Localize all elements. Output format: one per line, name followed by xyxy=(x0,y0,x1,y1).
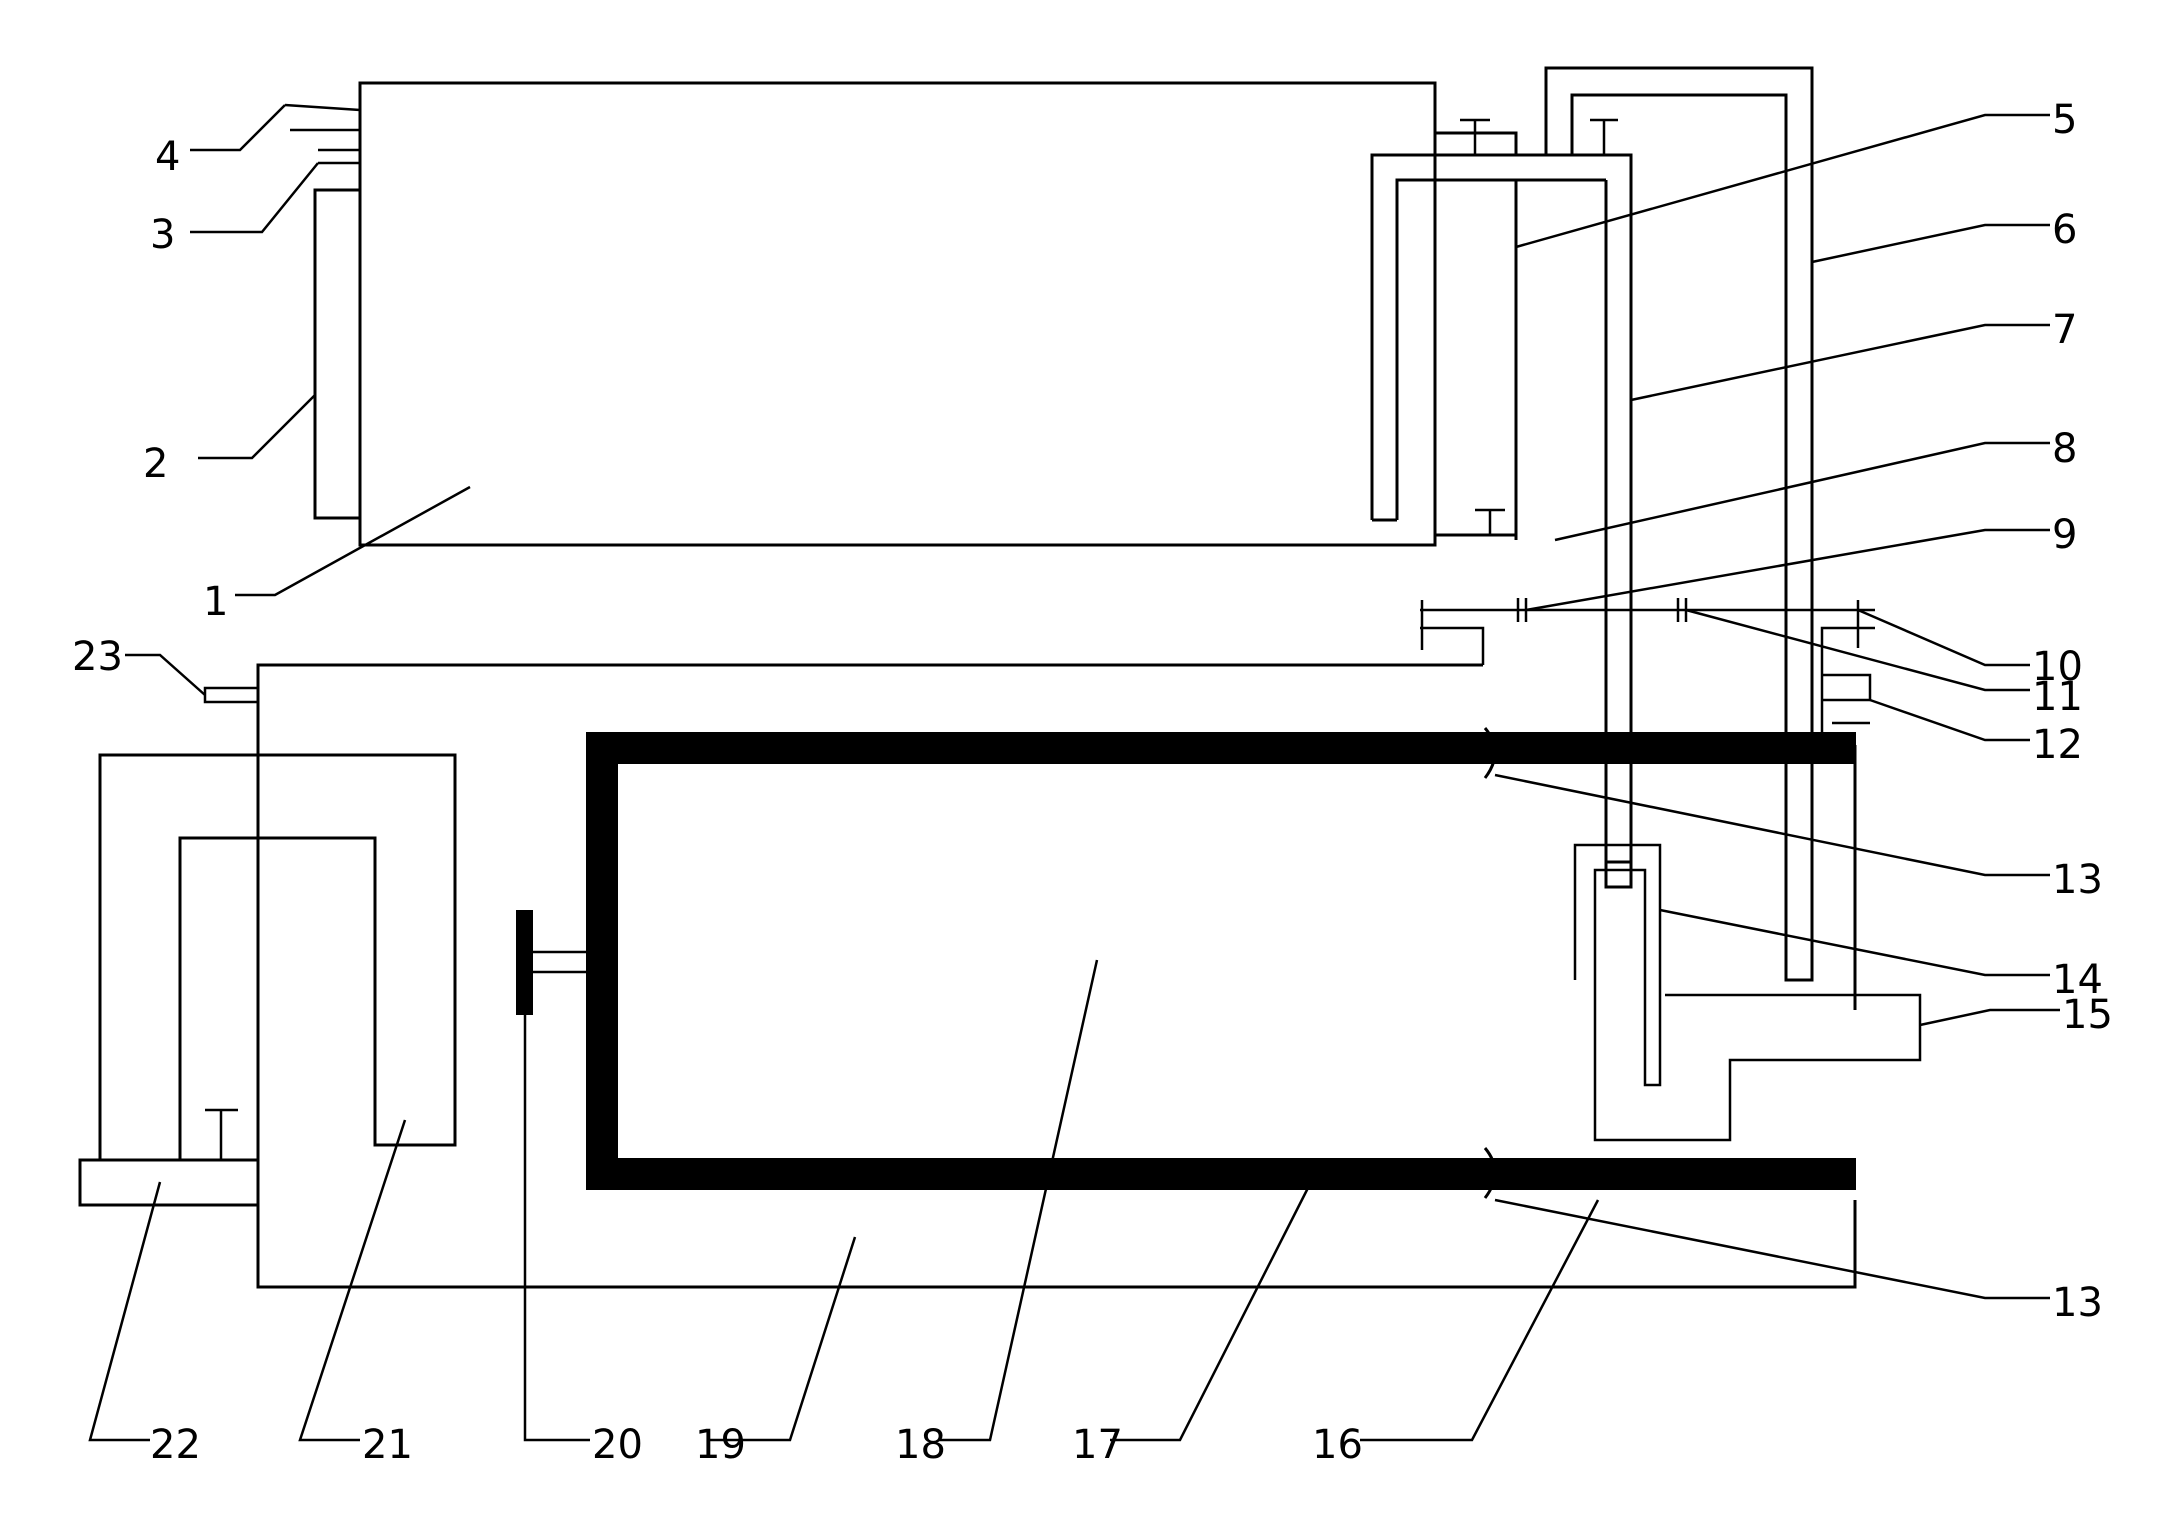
label-6: 6 xyxy=(2052,207,2077,253)
label-7: 7 xyxy=(2052,307,2077,353)
side-column xyxy=(313,188,360,520)
label-3: 3 xyxy=(150,212,175,258)
label-5: 5 xyxy=(2052,97,2077,143)
label-22: 22 xyxy=(150,1422,201,1468)
upper-u-pipe xyxy=(1370,118,1633,760)
label-19: 19 xyxy=(695,1422,746,1468)
label-1: 1 xyxy=(203,579,228,625)
label-14: 14 xyxy=(2052,957,2103,1003)
lower-tank xyxy=(256,663,1857,1289)
label-21: 21 xyxy=(362,1422,413,1468)
label-13-upper: 13 xyxy=(2052,857,2103,903)
right-fittings xyxy=(1820,600,1875,748)
inner-chamber xyxy=(1573,843,1922,1142)
label-9: 9 xyxy=(2052,512,2077,558)
descending-pipe xyxy=(1604,510,1633,889)
large-u-pipe xyxy=(1544,66,1814,982)
label-11: 11 xyxy=(2032,674,2083,720)
connecting-line xyxy=(1420,598,1875,665)
label-12: 12 xyxy=(2032,722,2083,768)
inlet-pipes xyxy=(284,103,361,165)
shaft xyxy=(516,910,586,1015)
label-23: 23 xyxy=(72,634,123,680)
label-20: 20 xyxy=(592,1422,643,1468)
outlet-pipe xyxy=(78,1158,260,1207)
inner-vessel xyxy=(586,727,1856,1199)
label-17: 17 xyxy=(1072,1422,1123,1468)
label-2: 2 xyxy=(143,441,168,487)
label-4: 4 xyxy=(155,134,180,180)
label-15: 15 xyxy=(2062,992,2113,1038)
label-16: 16 xyxy=(1312,1422,1363,1468)
label-13-lower: 13 xyxy=(2052,1280,2103,1326)
label-8: 8 xyxy=(2052,426,2077,472)
left-u-structure xyxy=(98,753,457,1160)
upper-tank xyxy=(358,81,1437,547)
part-labels: 4 3 2 1 5 6 7 8 9 10 11 12 13 14 15 13 1… xyxy=(72,97,2113,1468)
leader-lines xyxy=(88,104,2060,1442)
label-18: 18 xyxy=(895,1422,946,1468)
label-10: 10 xyxy=(2032,644,2083,690)
vent-pipe xyxy=(203,686,260,704)
